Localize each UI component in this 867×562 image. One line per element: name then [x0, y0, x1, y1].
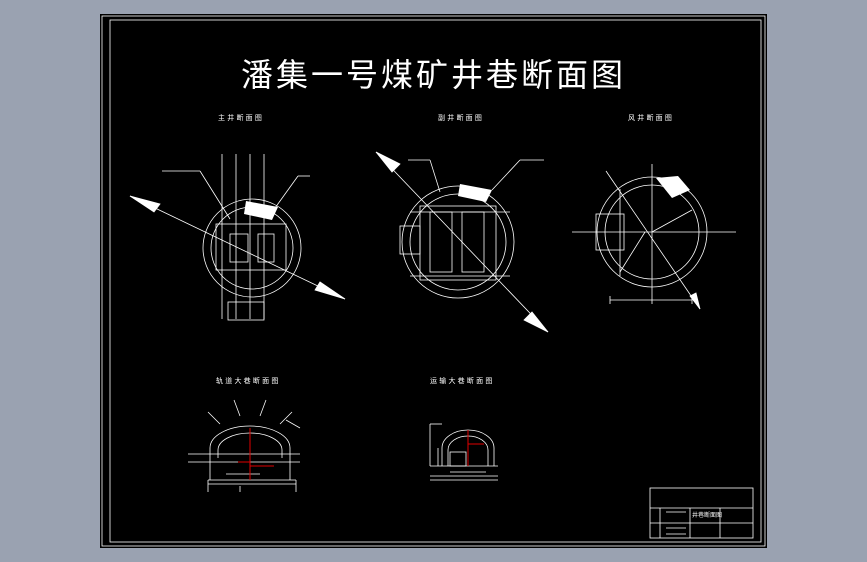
drawing-sheet: 潘集一号煤矿井巷断面图 主 井 断 面 图 副 井 断 面 图 风 井 断 面 …: [100, 14, 767, 548]
main-shaft-label: 主 井 断 面 图: [218, 114, 262, 122]
title-block: [649, 487, 754, 539]
drawing-title: 潘集一号煤矿井巷断面图: [240, 56, 626, 94]
air-shaft-hatch: [656, 176, 690, 198]
auxiliary-shaft-diagram: [375, 151, 549, 333]
track-roadway-diagram: [188, 399, 301, 492]
auxiliary-shaft-label: 副 井 断 面 图: [438, 114, 482, 122]
transport-roadway-diagram: [429, 423, 498, 481]
outer-frame: [101, 15, 766, 547]
transport-roadway-label: 运 输 大 巷 断 面 图: [430, 377, 493, 385]
air-shaft-label: 风 井 断 面 图: [628, 114, 672, 122]
air-shaft-diagram: [572, 164, 736, 310]
main-shaft-hatch: [244, 201, 278, 220]
main-shaft-diagram: [129, 154, 346, 321]
drawing-canvas: [101, 15, 766, 547]
transport-roadway-red-lines: [467, 430, 484, 466]
track-roadway-label: 轨 道 大 巷 断 面 图: [216, 377, 279, 385]
auxiliary-shaft-hatch: [458, 184, 492, 202]
inner-frame: [109, 19, 762, 543]
title-block-name: 井巷断面图: [692, 512, 723, 519]
track-roadway-red-lines: [238, 428, 274, 480]
